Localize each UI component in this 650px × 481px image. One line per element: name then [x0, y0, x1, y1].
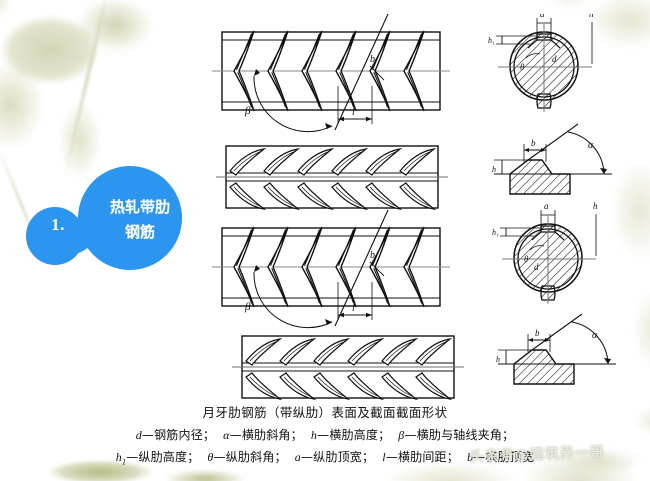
- annotation-l-2: l: [352, 303, 355, 314]
- view-unrolled-2: β b l: [212, 209, 450, 329]
- annotation-b-2: b: [370, 250, 375, 261]
- view-section-1: a h₁ h θ d: [488, 14, 594, 112]
- annotation-alpha-1: α: [588, 140, 594, 151]
- badge-title: 热轧带肋 钢筋: [78, 195, 202, 245]
- annotation-h1-2: h₁: [492, 228, 499, 237]
- legend-item-h1: h1—纵肋高度；: [115, 450, 200, 467]
- view-rib-detail-1: α b h: [492, 123, 612, 195]
- annotation-h-detail-1: h: [492, 165, 496, 174]
- annotation-theta-1: θ: [520, 62, 525, 72]
- badge-title-line-2: 钢筋: [124, 223, 155, 241]
- legend-item-l: l—横肋间距；: [382, 450, 459, 464]
- annotation-b-detail-1: b: [531, 138, 536, 148]
- annotation-d-2: d: [534, 262, 539, 272]
- annotation-beta-1: β: [244, 105, 251, 117]
- annotation-h-detail-2: h: [496, 355, 500, 364]
- caption-title: 月牙肋钢筋（带纵肋）表面及截面截面形状: [202, 405, 448, 420]
- legend-item-a: a—纵肋顶宽；: [294, 450, 375, 464]
- badge-number: 1.: [51, 215, 65, 234]
- badge-shape: [26, 166, 182, 270]
- annotation-a-2: a: [544, 201, 549, 211]
- annotation-l-1: l: [352, 107, 355, 118]
- annotation-alpha-2: α: [592, 330, 598, 341]
- annotation-a-1: a: [540, 14, 545, 19]
- view-bar-1: [216, 145, 448, 210]
- legend-item-b: b—横肋顶宽: [466, 450, 535, 464]
- legend-item-beta: β—横肋与轴线夹角；: [398, 428, 515, 442]
- rebar-figure-svg: β b l: [212, 14, 616, 400]
- legend-item-theta: θ—纵肋斜角；: [207, 450, 287, 464]
- view-bar-2: [232, 335, 464, 400]
- view-unrolled-1: β b l: [212, 14, 450, 133]
- annotation-beta-2: β: [244, 301, 251, 313]
- badge-title-line-1: 热轧带肋: [109, 198, 170, 216]
- section-badge[interactable]: 1. 热轧带肋 钢筋: [14, 166, 204, 271]
- annotation-d-1: d: [552, 54, 557, 64]
- caption-legend-line-2: h1—纵肋高度； θ—纵肋斜角； a—纵肋顶宽； l—横肋间距； b—横肋顶宽: [0, 446, 650, 473]
- caption-legend-line-1: d—钢筋内径； α—横肋斜角； h—横肋高度； β—横肋与轴线夹角；: [0, 424, 650, 446]
- annotation-theta-2: θ: [524, 254, 529, 264]
- view-rib-detail-2: α b h: [496, 313, 616, 385]
- annotation-b-detail-2: b: [535, 328, 540, 338]
- annotation-b-1: b: [370, 54, 375, 65]
- rebar-figure: β b l: [212, 14, 650, 404]
- annotation-h-1: h: [589, 14, 594, 19]
- figure-caption: 月牙肋钢筋（带纵肋）表面及截面截面形状 d—钢筋内径； α—横肋斜角； h—横肋…: [0, 402, 650, 473]
- legend-item-alpha: α—横肋斜角；: [223, 428, 303, 442]
- watercolor-stem-1: [62, 0, 112, 178]
- annotation-h-2: h: [593, 201, 598, 211]
- annotation-h1-1: h₁: [488, 36, 495, 45]
- view-section-2: a h₁ h θ d: [492, 201, 598, 304]
- legend-item-d: d—钢筋内径；: [135, 428, 216, 442]
- legend-item-h: h—横肋高度；: [310, 428, 391, 442]
